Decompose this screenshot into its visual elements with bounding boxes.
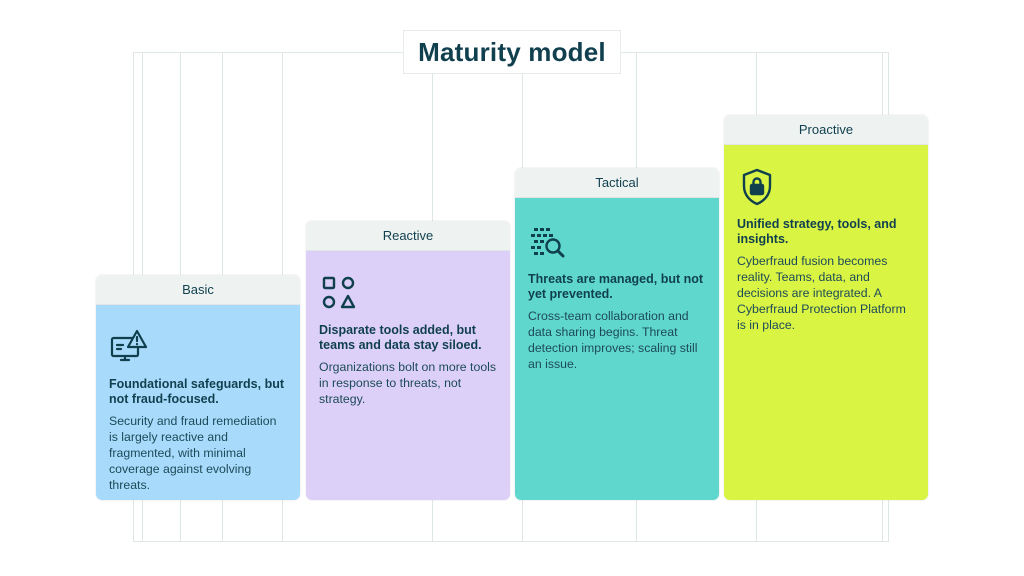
stage-card-tactical: Tactical Threats are managed, but not ye… xyxy=(515,168,719,500)
stage-heading: Disparate tools added, but teams and dat… xyxy=(319,323,482,352)
shield-lock-icon xyxy=(737,167,777,207)
stage-heading: Unified strategy, tools, and insights. xyxy=(737,217,897,246)
stage-heading: Threats are managed, but not yet prevent… xyxy=(528,272,704,301)
stage-card-proactive: Proactive Unified strategy, tools, and i… xyxy=(724,115,928,500)
stage-label: Basic xyxy=(96,275,300,305)
stage-description: Security and fraud remediation is largel… xyxy=(109,414,277,492)
stage-label: Tactical xyxy=(515,168,719,198)
stage-description: Organizations bolt on more tools in resp… xyxy=(319,360,497,406)
title-box: Maturity model xyxy=(403,30,621,74)
shapes-icon xyxy=(319,273,359,313)
stage-description: Cyberfraud fusion becomes reality. Teams… xyxy=(737,254,906,332)
data-search-icon xyxy=(528,222,568,262)
stage-card-basic: Basic Foundational safeguards, but not f… xyxy=(96,275,300,500)
page-title: Maturity model xyxy=(418,36,606,67)
monitor-warning-icon xyxy=(109,327,149,367)
stage-description: Cross-team collaboration and data sharin… xyxy=(528,309,698,371)
stage-label: Proactive xyxy=(724,115,928,145)
stage-heading: Foundational safeguards, but not fraud-f… xyxy=(109,377,285,406)
stage-label: Reactive xyxy=(306,221,510,251)
stage-card-reactive: Reactive Disparate tools added, but team… xyxy=(306,221,510,500)
